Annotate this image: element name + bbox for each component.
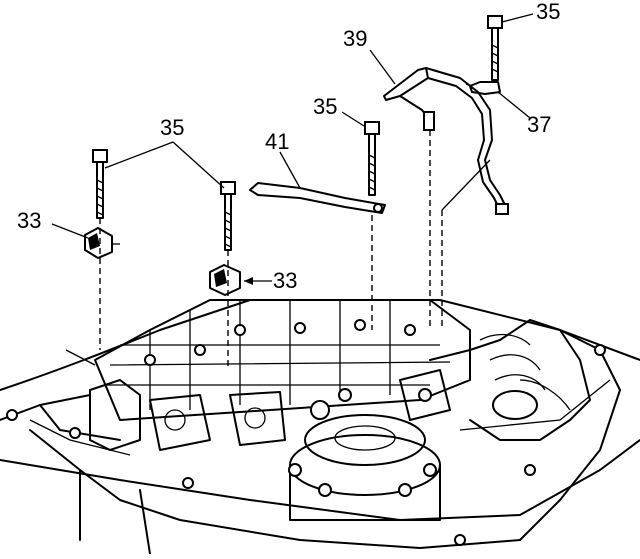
valve-body (89, 299, 471, 451)
wiring-harness (399, 319, 591, 441)
callout-35-top-right: 35 (536, 0, 561, 24)
bolt-top-right (487, 15, 503, 81)
bolt-left (92, 149, 108, 219)
assembly-guide-lines (99, 130, 443, 370)
callout-33-center-clip: 33 (273, 268, 298, 293)
callout-37-bracket-bolt: 37 (527, 112, 552, 137)
bolt-center-left (220, 181, 236, 251)
callout-35-mid: 35 (313, 94, 338, 119)
transmission-case (0, 299, 640, 555)
bracket-bolt (465, 81, 501, 95)
bolt-center-right (364, 121, 380, 196)
bracket (249, 182, 386, 214)
callout-33-left-clip: 33 (17, 208, 42, 233)
accumulator-housing (288, 414, 441, 521)
leader-lines (51, 13, 534, 366)
callout-39-pipe: 39 (343, 26, 368, 51)
pipe (383, 67, 509, 215)
callout-41-bracket: 41 (265, 129, 290, 154)
callout-35-left-group: 35 (160, 115, 185, 140)
clip-center (209, 264, 241, 296)
clip-left (84, 227, 120, 259)
